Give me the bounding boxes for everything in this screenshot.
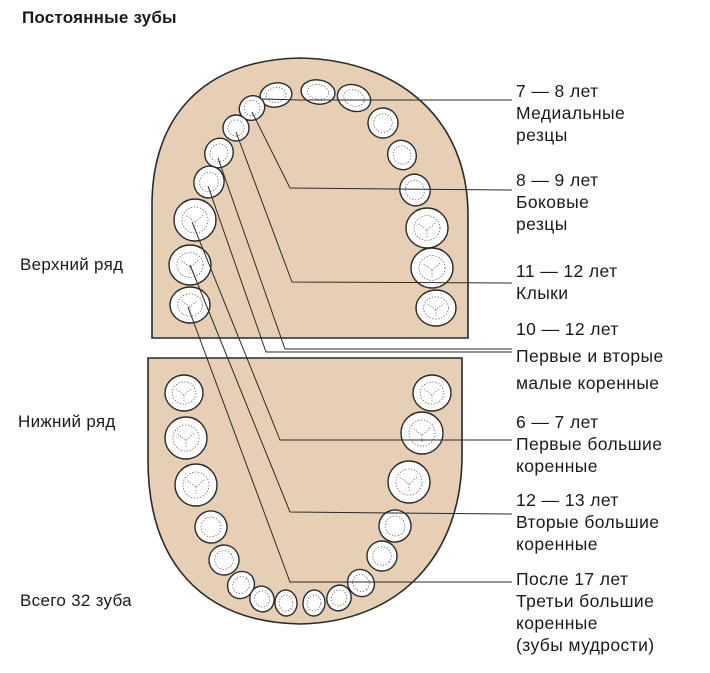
tooth [387,460,431,504]
tooth [378,509,412,543]
leader-line [191,221,512,441]
tooth [169,286,211,324]
group-canines: 11 — 12 лет Клыки [516,260,618,304]
leader-line [187,306,512,583]
tooth [208,544,240,576]
tooth [300,79,336,105]
group-second-molars: 12 — 13 лет Вторые большие коренные [516,489,659,555]
group-first-molars: 6 — 7 лет Первые большие коренные [516,411,662,477]
tooth-name-label: коренные [516,534,598,554]
tooth-name-label: резцы [516,125,568,145]
age-label: 6 — 7 лет [516,412,599,432]
tooth [174,463,218,507]
tooth [164,416,208,460]
tooth [400,411,444,455]
tooth-name-label: Боковые [516,192,590,212]
leader-lines [187,98,513,583]
tooth [274,589,298,617]
tooth [326,584,352,612]
tooth [336,83,372,113]
age-label: 11 — 12 лет [516,261,618,281]
tooth [249,585,275,613]
tooth [173,198,217,242]
age-label: 10 — 12 лет [516,319,619,339]
tooth [346,568,376,598]
tooth-name-label: малые коренные [516,373,660,393]
tooth-name-label: Третьи большие [516,591,655,611]
age-label: 12 — 13 лет [516,490,619,510]
age-label: 8 — 9 лет [516,170,599,190]
tooth-name-label: Вторые большие [516,512,660,532]
tooth-name-label: Медиальные [516,103,626,123]
tooth-name-label: (зубы мудрости) [516,635,655,655]
tooth [386,139,418,171]
tooth [222,114,250,142]
teeth-group [164,79,457,617]
tooth-name-label: Первые и вторые [516,346,664,366]
tooth [415,289,457,327]
tooth [226,570,256,600]
tooth [367,107,399,139]
tooth [366,540,398,572]
tooth [193,165,225,199]
tooth-name-label: Первые большие [516,434,663,454]
tooth [194,510,228,544]
age-label: 7 — 8 лет [516,81,599,101]
lower-row-label: Нижний ряд [18,412,116,431]
tooth-name-label: коренные [516,613,598,633]
group-lateral-incisors: 8 — 9 лет Боковые резцы [516,169,599,235]
leader-line [207,185,512,353]
leader-line [261,98,512,101]
tooth-name-label: Клыки [516,283,569,303]
group-third-molars: После 17 лет Третьи большие коренные (зу… [516,568,655,656]
total-teeth-label: Всего 32 зуба [20,591,132,610]
diagram-title: Постоянные зубы [22,8,177,27]
tooth [204,137,234,169]
tooth [164,374,204,412]
leader-line [217,157,512,350]
group-medial-incisors: 7 — 8 лет Медиальные резцы [516,80,625,146]
leader-line [235,131,513,284]
group-premolars: 10 — 12 лет Первые и вторые малые коренн… [516,318,664,394]
tooth-name-label: резцы [516,214,568,234]
tooth [399,173,431,207]
leader-line [189,264,513,515]
tooth [412,374,452,412]
tooth [405,207,449,249]
age-label: После 17 лет [516,569,629,589]
leader-line [251,111,513,191]
tooth [302,589,326,617]
upper-row-label: Верхний ряд [20,255,124,274]
tooth [410,247,454,289]
tooth-name-label: коренные [516,456,598,476]
